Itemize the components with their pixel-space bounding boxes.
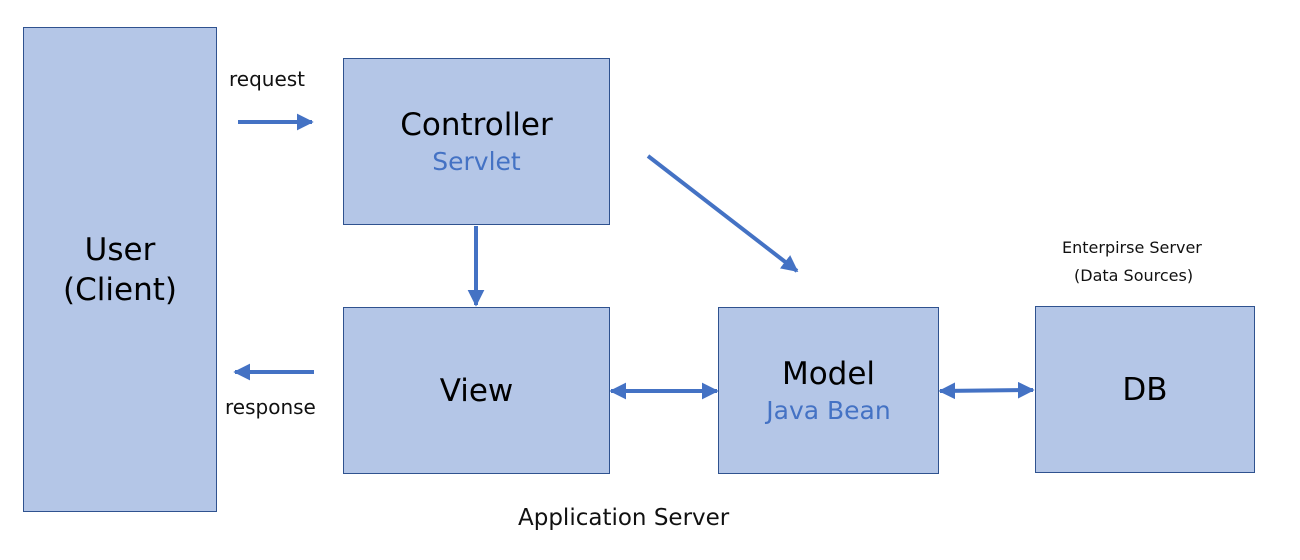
controller-to-model-arrow	[646, 154, 799, 273]
user-client-label: User (Client)	[63, 231, 177, 308]
db-box: DB	[1035, 306, 1255, 473]
java-bean-label: Java Bean	[766, 395, 891, 425]
model-box: Model Java Bean	[718, 307, 939, 474]
application-server-label: Application Server	[518, 505, 730, 531]
servlet-label: Servlet	[432, 146, 521, 176]
user-client-box: User (Client)	[23, 27, 217, 512]
view-title: View	[439, 372, 514, 409]
controller-box: Controller Servlet	[343, 58, 610, 225]
model-db-arrow	[938, 381, 1035, 400]
model-title: Model	[781, 355, 876, 392]
db-title: DB	[1122, 371, 1168, 408]
data-sources-label: (Data Sources)	[1074, 266, 1194, 285]
response-label: response	[225, 395, 316, 419]
request-label: request	[229, 67, 306, 91]
view-box: View	[343, 307, 610, 474]
enterprise-server-label: Enterpirse Server	[1062, 238, 1202, 257]
controller-title: Controller	[400, 106, 553, 143]
